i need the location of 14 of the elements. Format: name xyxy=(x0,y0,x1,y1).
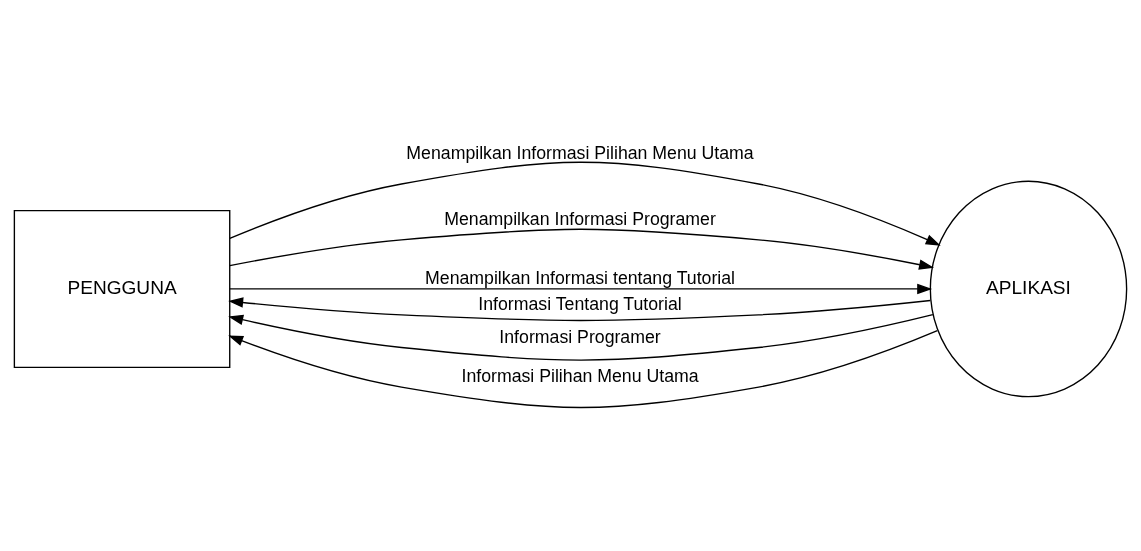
arrow xyxy=(228,313,934,361)
arrow xyxy=(229,283,933,294)
arrow xyxy=(229,161,941,246)
edge-label: Informasi Pilihan Menu Utama xyxy=(461,365,699,386)
node-box: PENGGUNA xyxy=(13,209,231,368)
edge-label: Menampilkan Informasi Programer xyxy=(444,208,716,229)
node-circle: APLIKASI xyxy=(929,180,1128,397)
edge-label: Informasi Tentang Tutorial xyxy=(478,293,682,314)
edge-label: Informasi Programer xyxy=(499,326,661,347)
edge-label: Menampilkan Informasi Pilihan Menu Utama xyxy=(406,142,754,163)
arrow xyxy=(228,329,939,408)
arrow xyxy=(228,296,931,321)
arrow xyxy=(229,228,935,270)
edge-label: Menampilkan Informasi tentang Tutorial xyxy=(425,267,736,288)
